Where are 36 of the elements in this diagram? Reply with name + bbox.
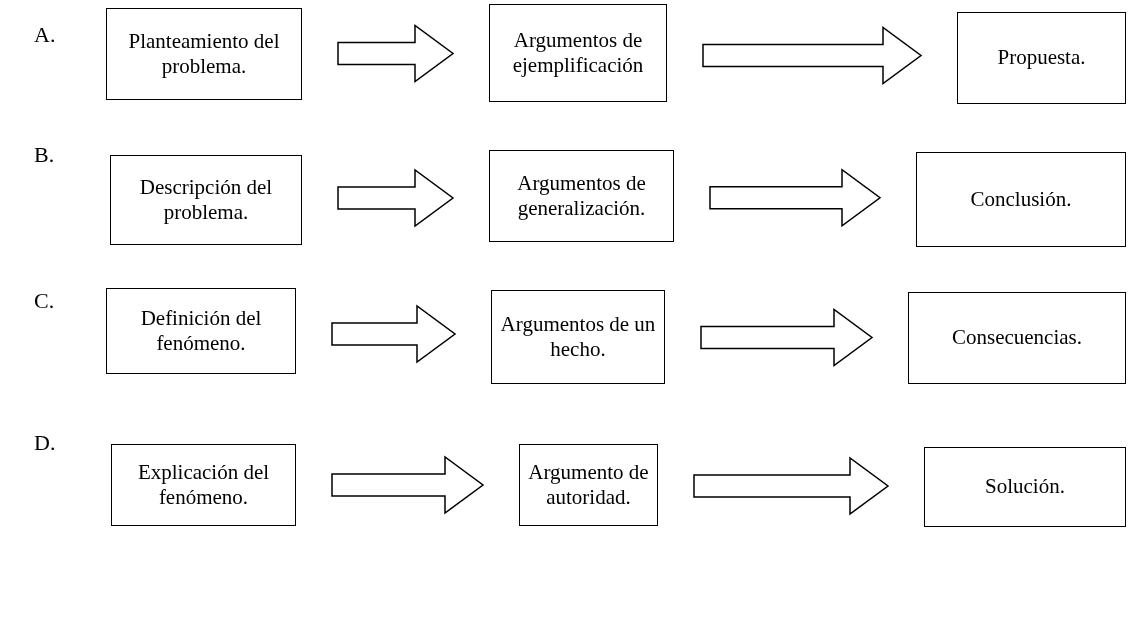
row-letter: C.: [34, 288, 55, 314]
text-box: [489, 150, 674, 242]
box-text: Argumentos de ejemplificación: [511, 27, 645, 79]
text-box: [489, 4, 667, 102]
text-box: [916, 152, 1126, 247]
text-box: [111, 444, 296, 526]
text-box: [106, 8, 302, 100]
row-letter: D.: [34, 430, 56, 456]
box-text: Argumento de autoridad.: [527, 459, 650, 511]
block-arrow: [709, 168, 882, 228]
box-text: Propuesta.: [996, 45, 1087, 71]
text-box: [924, 447, 1126, 527]
block-arrow: [337, 24, 455, 83]
box-text: Solución.: [984, 474, 1066, 500]
text-box: [908, 292, 1126, 384]
text-box: [957, 12, 1126, 104]
text-box: [491, 290, 665, 384]
block-arrow: [331, 455, 485, 515]
text-box: [519, 444, 658, 526]
text-box: [106, 288, 296, 374]
box-text: Descripción del problema.: [138, 174, 274, 226]
box-text: Argumentos de un hecho.: [499, 311, 657, 363]
block-arrow: [700, 308, 874, 367]
box-text: Planteamiento del problema.: [127, 28, 281, 80]
text-box: [110, 155, 302, 245]
row-letter: A.: [34, 22, 56, 48]
box-text: Definición del fenómeno.: [139, 305, 263, 357]
box-text: Argumentos de generalización.: [516, 170, 647, 222]
box-text: Explicación del fenómeno.: [136, 459, 271, 511]
block-arrow: [331, 304, 457, 364]
row-letter: B.: [34, 142, 55, 168]
box-text: Conclusión.: [969, 186, 1073, 213]
block-arrow: [337, 168, 455, 228]
block-arrow: [693, 456, 890, 516]
box-text: Consecuencias.: [950, 325, 1083, 351]
block-arrow: [702, 26, 923, 85]
